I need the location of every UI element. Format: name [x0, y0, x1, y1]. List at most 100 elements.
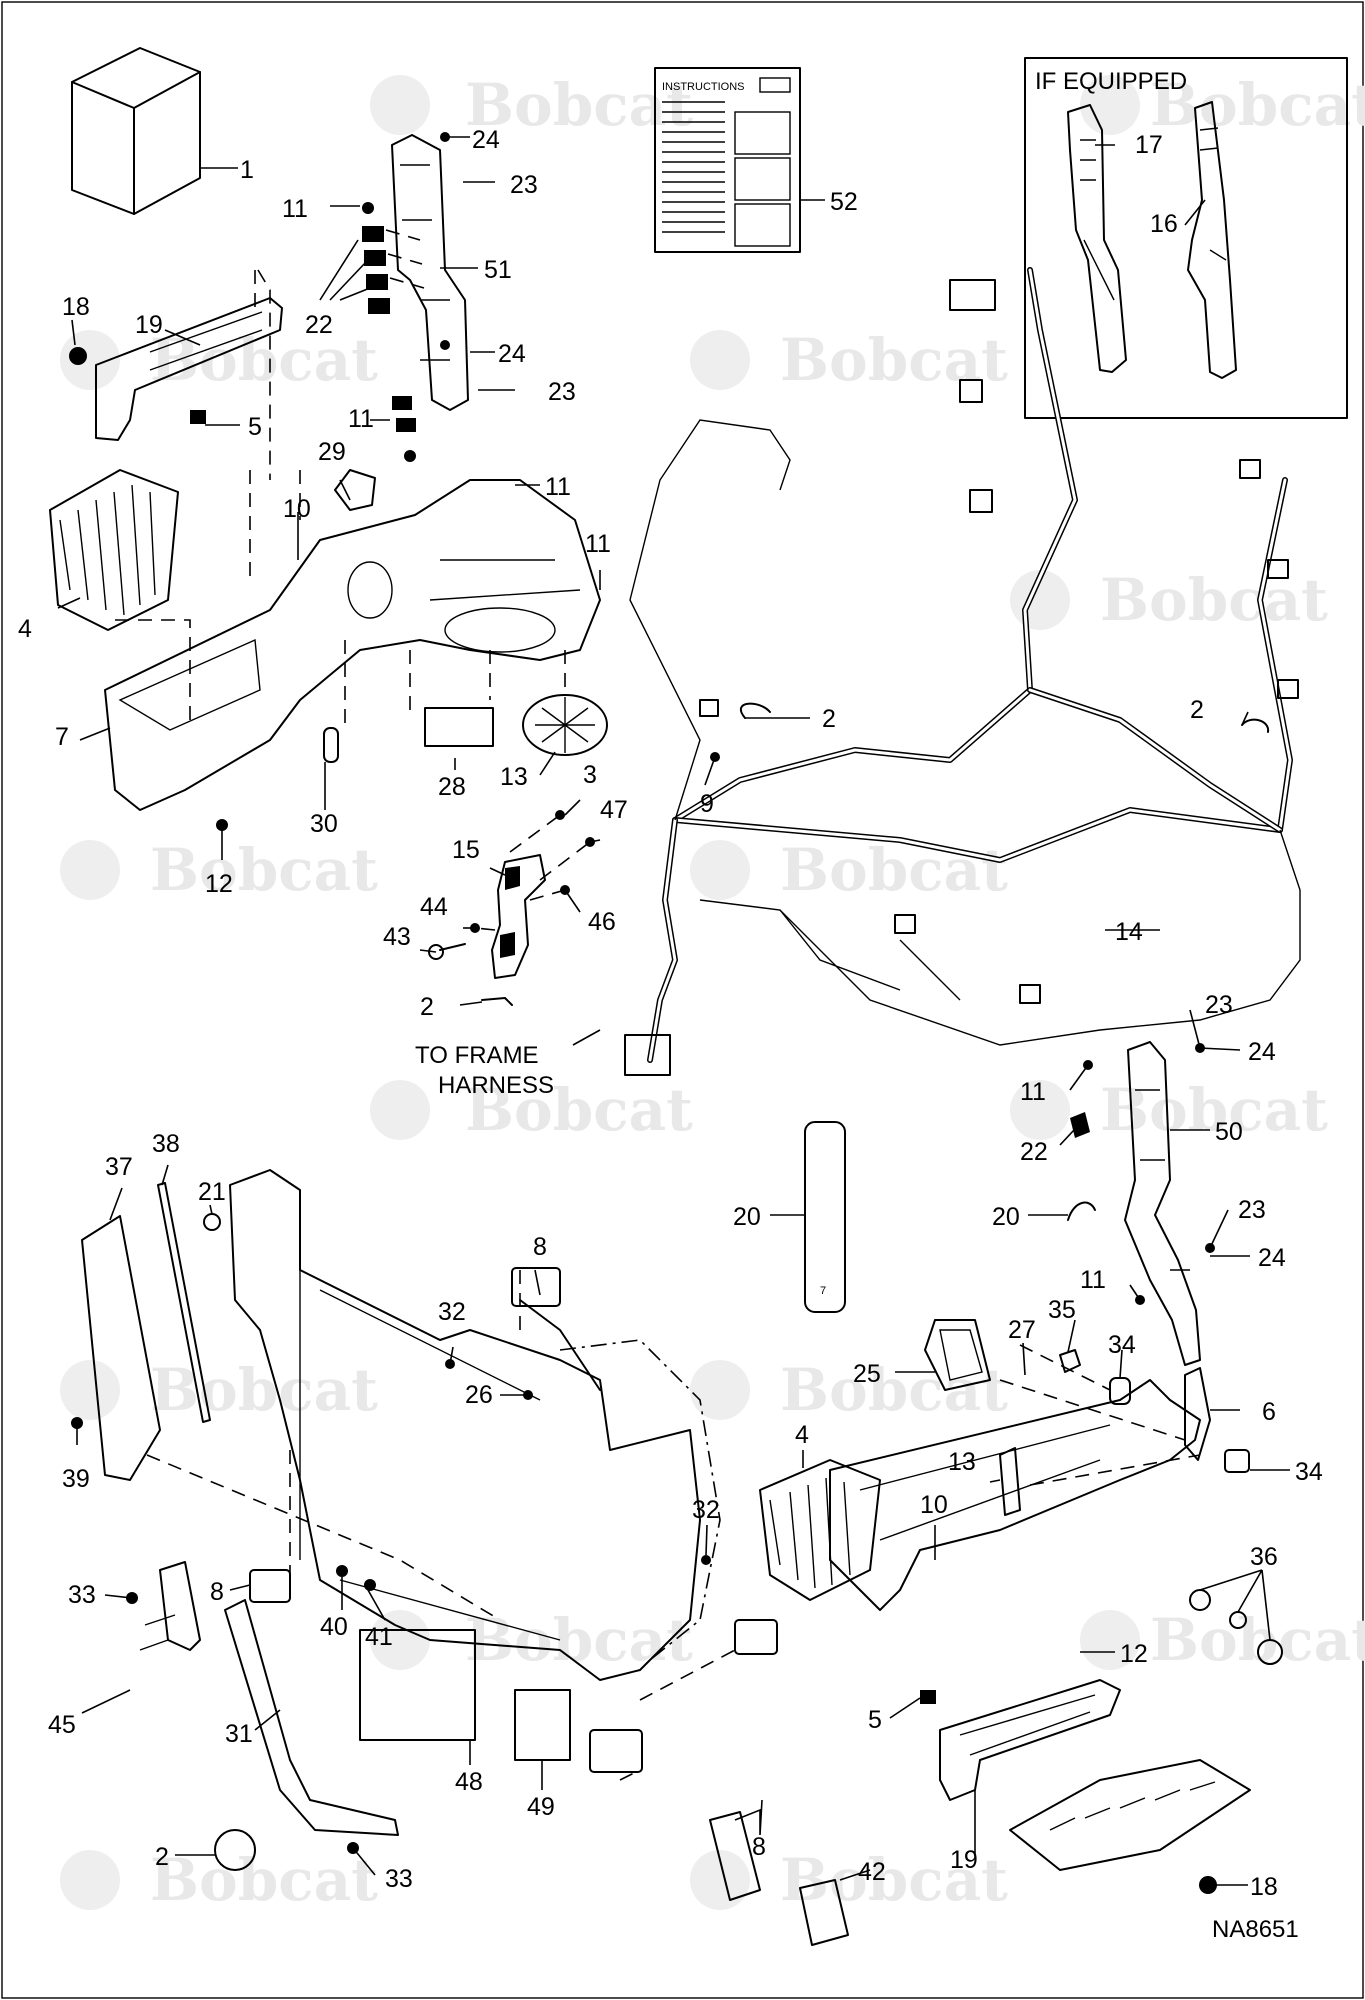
callout-44: 44	[420, 893, 448, 921]
callout-23: 23	[1205, 991, 1233, 1019]
callout-29: 29	[318, 438, 346, 466]
callout-20: 20	[733, 1203, 761, 1231]
callout-4: 4	[795, 1421, 809, 1449]
callout-23: 23	[1238, 1196, 1266, 1224]
callout-31: 31	[225, 1720, 253, 1748]
callout-39: 39	[62, 1465, 90, 1493]
callout-24: 24	[1248, 1038, 1276, 1066]
callout-18: 18	[1250, 1873, 1278, 1901]
callout-20: 20	[992, 1203, 1020, 1231]
callout-47: 47	[600, 796, 628, 824]
callout-51: 51	[484, 256, 512, 284]
part-left-upright-panel	[362, 132, 469, 462]
drawing-id: NA8651	[1212, 1916, 1299, 1943]
callout-11: 11	[348, 405, 374, 433]
part-mounting-bracket-right	[920, 1679, 1251, 1894]
callout-40: 40	[320, 1613, 348, 1641]
watermark-6: Bobcat	[60, 836, 378, 904]
callout-13: 13	[948, 1448, 976, 1476]
part-hinge-assembly	[428, 810, 595, 1006]
callout-32: 32	[692, 1496, 720, 1524]
callout-8: 8	[533, 1233, 547, 1261]
callout-36: 36	[1250, 1543, 1278, 1571]
watermark-8: Bobcat	[370, 1076, 693, 1144]
callout-11: 11	[545, 473, 571, 501]
frame-harness-note-line1: TO FRAME	[415, 1042, 539, 1069]
watermark-1: Bobcat	[370, 71, 693, 139]
callout-28: 28	[438, 773, 466, 801]
part-box-kit	[71, 47, 201, 215]
callout-46: 46	[588, 908, 616, 936]
callout-42: 42	[858, 1858, 886, 1886]
svg-text:Bobcat: Bobcat	[1100, 1076, 1328, 1144]
watermark-7: Bobcat	[690, 836, 1008, 904]
watermark-5: Bobcat	[1010, 566, 1328, 634]
callout-10: 10	[920, 1491, 948, 1519]
callout-52: 52	[830, 188, 858, 216]
callout-11: 11	[282, 195, 308, 223]
callout-32: 32	[438, 1298, 466, 1326]
callout-34: 34	[1295, 1458, 1323, 1486]
callout-5: 5	[248, 413, 262, 441]
callout-19: 19	[135, 311, 163, 339]
callout-4: 4	[18, 615, 32, 643]
callout-11: 11	[1020, 1078, 1046, 1106]
callout-9: 9	[700, 790, 714, 818]
callout-33: 33	[385, 1865, 413, 1893]
svg-text:Bobcat: Bobcat	[150, 1356, 378, 1424]
callout-12: 12	[205, 870, 233, 898]
svg-text:Bobcat: Bobcat	[780, 1356, 1008, 1424]
callout-22: 22	[305, 311, 333, 339]
callout-5: 5	[868, 1706, 882, 1734]
frame-harness-note-line2: HARNESS	[438, 1072, 554, 1099]
callout-11: 11	[1080, 1266, 1106, 1294]
svg-text:Bobcat: Bobcat	[1150, 71, 1365, 139]
callout-13: 13	[500, 763, 528, 791]
callout-34: 34	[1108, 1331, 1136, 1359]
callout-30: 30	[310, 810, 338, 838]
svg-text:IF EQUIPPED: IF EQUIPPED	[1035, 68, 1187, 95]
callout-33: 33	[68, 1581, 96, 1609]
callout-21: 21	[198, 1178, 226, 1206]
watermark-12: Bobcat	[370, 1606, 693, 1674]
callout-6: 6	[1262, 1398, 1276, 1426]
part-main-console	[104, 469, 608, 831]
svg-text:Bobcat: Bobcat	[150, 836, 378, 904]
callout-49: 49	[527, 1793, 555, 1821]
watermark-2: Bobcat	[1080, 71, 1365, 139]
svg-text:Bobcat: Bobcat	[465, 1076, 693, 1144]
watermark-10: Bobcat	[60, 1356, 378, 1424]
callout-8: 8	[752, 1833, 766, 1861]
callout-37: 37	[105, 1153, 133, 1181]
callout-23: 23	[510, 171, 538, 199]
watermark-11: Bobcat	[690, 1356, 1008, 1424]
callout-10: 10	[283, 495, 311, 523]
callout-2: 2	[155, 1843, 169, 1871]
part-storage-tray-left	[49, 469, 179, 631]
watermark-13: Bobcat	[1080, 1606, 1365, 1674]
inset-optional-parts: IF EQUIPPED	[1024, 57, 1348, 419]
svg-text:Bobcat: Bobcat	[780, 326, 1008, 394]
watermark-15: Bobcat	[690, 1846, 1008, 1914]
part-storage-tray-right	[759, 1459, 881, 1601]
callout-18: 18	[62, 293, 90, 321]
callout-24: 24	[472, 126, 500, 154]
watermark-9: Bobcat	[1010, 1076, 1328, 1144]
callout-50: 50	[1215, 1118, 1243, 1146]
callout-35: 35	[1048, 1296, 1076, 1324]
callout-11: 11	[585, 530, 611, 558]
watermark-14: Bobcat	[60, 1846, 378, 1914]
callout-22: 22	[1020, 1138, 1048, 1166]
callout-8: 8	[210, 1578, 224, 1606]
callout-19: 19	[950, 1846, 978, 1874]
part-instructions-sheet: INSTRUCTIONS	[654, 67, 801, 253]
callout-2: 2	[420, 993, 434, 1021]
callout-2: 2	[822, 705, 836, 733]
part-cab-wiring-harness	[624, 267, 1301, 1076]
part-right-upright-panel	[1067, 1041, 1215, 1366]
callout-12: 12	[1120, 1640, 1148, 1668]
callout-43: 43	[383, 923, 411, 951]
callout-45: 45	[48, 1711, 76, 1739]
